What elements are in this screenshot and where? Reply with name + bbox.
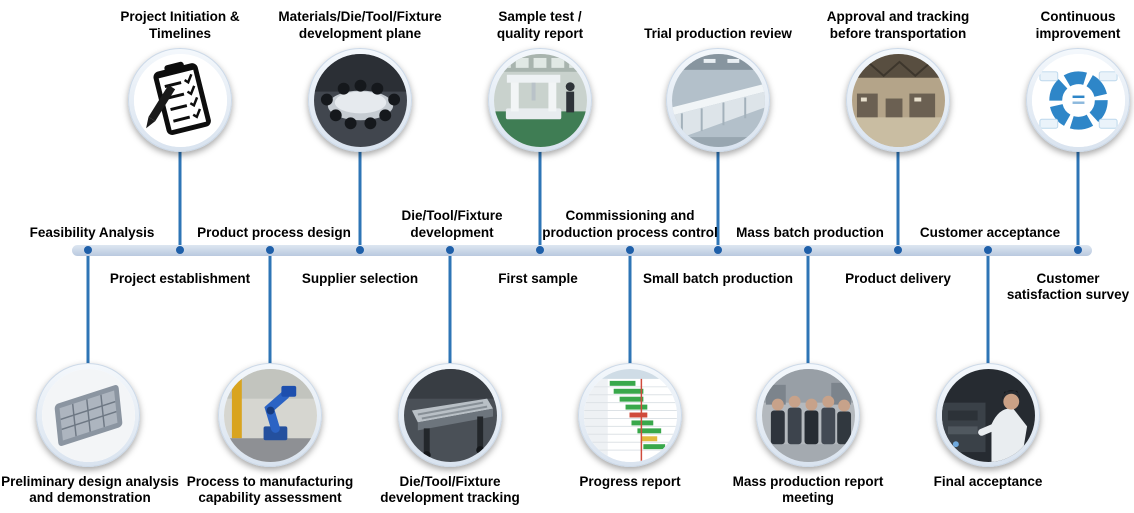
photo-continuous-improvement bbox=[1026, 48, 1130, 152]
timeline-bar bbox=[72, 245, 1092, 256]
clipboard-checklist-icon bbox=[133, 53, 227, 147]
timeline-node bbox=[1074, 246, 1082, 254]
milestone-label: Project establishment bbox=[109, 271, 251, 286]
photo-caption: Mass production report meeting bbox=[732, 474, 884, 506]
connector-line bbox=[448, 256, 452, 366]
gantt-chart-image bbox=[583, 368, 677, 462]
milestone-label: Die/Tool/Fixture development bbox=[401, 208, 503, 240]
photo-caption: Materials/Die/Tool/Fixture development p… bbox=[278, 9, 442, 41]
timeline-node bbox=[894, 246, 902, 254]
milestone-label: First sample bbox=[498, 271, 578, 286]
photo-preliminary-design bbox=[36, 363, 140, 467]
connector-line bbox=[178, 150, 182, 247]
milestone-label: Product process design bbox=[197, 224, 351, 240]
photo-mass-production-meeting bbox=[756, 363, 860, 467]
conveyor-die-image bbox=[403, 368, 497, 462]
connector-line bbox=[986, 256, 990, 366]
photo-capability-assessment bbox=[218, 363, 322, 467]
robot-arm-image bbox=[223, 368, 317, 462]
connector-line bbox=[716, 150, 720, 247]
photo-caption: Process to manufacturing capability asse… bbox=[186, 474, 354, 506]
milestone-label: Feasibility Analysis bbox=[29, 224, 155, 240]
meeting-table-image bbox=[313, 53, 407, 147]
photo-die-tool-tracking bbox=[398, 363, 502, 467]
machine-inspection-image bbox=[941, 368, 1035, 462]
milestone-label: Product delivery bbox=[845, 271, 951, 286]
photo-caption: Preliminary design analysis and demonstr… bbox=[1, 474, 179, 506]
milestone-label: Commissioning and production process con… bbox=[542, 208, 718, 240]
connector-line bbox=[806, 256, 810, 366]
timeline-node bbox=[536, 246, 544, 254]
photo-caption: Sample test / quality report bbox=[496, 9, 584, 41]
battery-tray-cad-image bbox=[41, 368, 135, 462]
milestone-label: Customer satisfaction survey bbox=[1006, 271, 1130, 303]
photo-caption: Progress report bbox=[579, 474, 681, 489]
photo-materials-development-plan bbox=[308, 48, 412, 152]
photo-final-acceptance bbox=[936, 363, 1040, 467]
photo-sample-test bbox=[488, 48, 592, 152]
photo-caption: Approval and tracking before transportat… bbox=[826, 9, 970, 41]
photo-trial-production bbox=[666, 48, 770, 152]
milestone-label: Customer acceptance bbox=[919, 224, 1061, 240]
timeline-node bbox=[84, 246, 92, 254]
timeline-node bbox=[804, 246, 812, 254]
timeline-node bbox=[626, 246, 634, 254]
photo-caption: Final acceptance bbox=[933, 474, 1043, 489]
timeline-node bbox=[714, 246, 722, 254]
photo-caption: Die/Tool/Fixture development tracking bbox=[380, 474, 520, 506]
milestone-label: Supplier selection bbox=[301, 271, 419, 286]
timeline-node bbox=[266, 246, 274, 254]
connector-line bbox=[1076, 150, 1080, 247]
improvement-cycle-diagram-icon bbox=[1031, 53, 1125, 147]
shopfloor-meeting-image bbox=[761, 368, 855, 462]
photo-project-initiation bbox=[128, 48, 232, 152]
milestone-label: Mass batch production bbox=[736, 224, 884, 240]
timeline-node bbox=[176, 246, 184, 254]
photo-approval-tracking bbox=[846, 48, 950, 152]
photo-progress-report bbox=[578, 363, 682, 467]
timeline-node bbox=[446, 246, 454, 254]
production-line-image bbox=[671, 53, 765, 147]
connector-line bbox=[358, 150, 362, 247]
connector-line bbox=[896, 150, 900, 247]
timeline-node bbox=[984, 246, 992, 254]
photo-caption: Continuous improvement bbox=[1035, 9, 1121, 41]
connector-line bbox=[86, 256, 90, 366]
connector-line bbox=[538, 150, 542, 247]
connector-line bbox=[268, 256, 272, 366]
photo-caption: Project Initiation & Timelines bbox=[120, 9, 240, 41]
connector-line bbox=[628, 256, 632, 366]
milestone-label: Small batch production bbox=[642, 271, 793, 286]
timeline-node bbox=[356, 246, 364, 254]
factory-floor-image bbox=[851, 53, 945, 147]
cmm-inspection-image bbox=[493, 53, 587, 147]
photo-caption: Trial production review bbox=[644, 25, 792, 41]
